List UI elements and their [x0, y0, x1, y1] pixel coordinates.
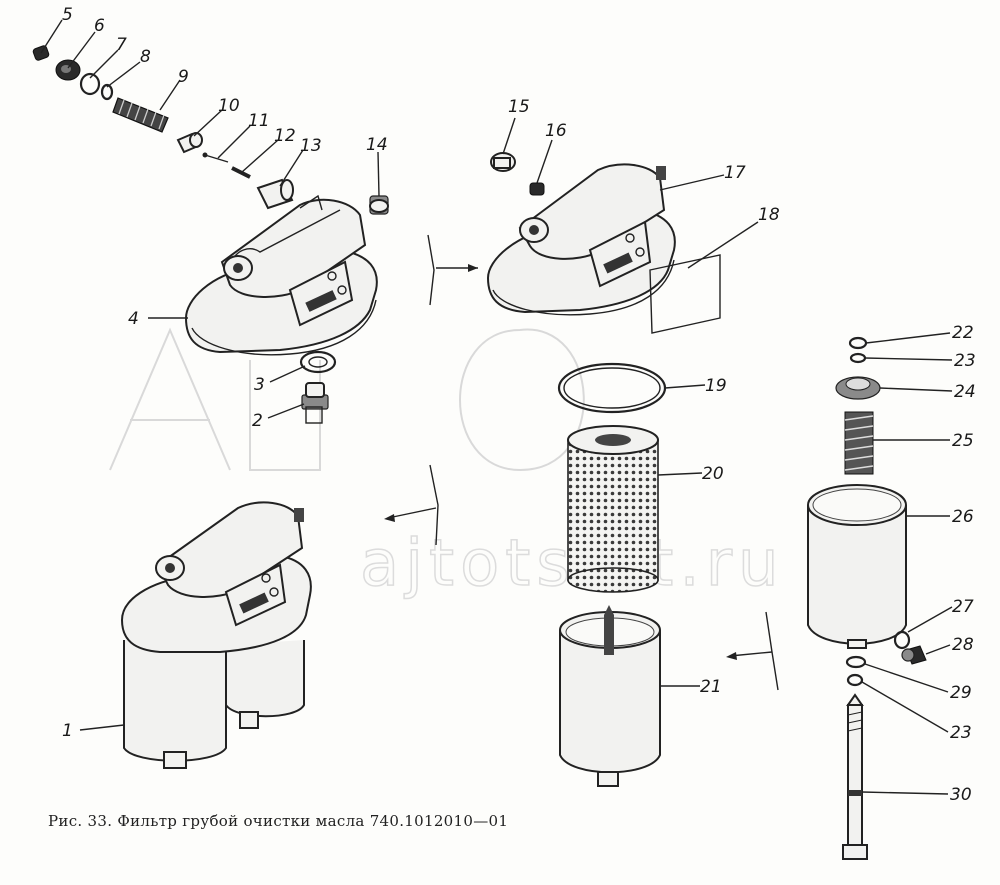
- part-16-plug: [529, 182, 545, 196]
- part-10-valve: [176, 132, 203, 154]
- part-27-ring: [893, 630, 911, 650]
- part-23-washer-bottom: [846, 673, 864, 687]
- part-12-spring: [231, 166, 251, 179]
- callout-10: 10: [218, 96, 240, 116]
- callout-22: 22: [952, 323, 974, 343]
- callout-9: 9: [178, 67, 189, 87]
- callout-3: 3: [254, 375, 265, 395]
- callout-17: 17: [724, 163, 746, 183]
- part-2-nipple: [301, 382, 329, 424]
- part-6-cap: [55, 59, 81, 81]
- callout-15: 15: [508, 97, 530, 117]
- callout-25: 25: [952, 431, 974, 451]
- part-28-plug: [901, 645, 927, 665]
- callout-23b: 23: [950, 723, 972, 743]
- callout-12: 12: [274, 126, 296, 146]
- part-26-filter-cup: [807, 484, 907, 649]
- callout-27: 27: [952, 597, 974, 617]
- callout-19: 19: [705, 376, 727, 396]
- part-13-bushing: [256, 178, 294, 210]
- part-24-cap: [835, 376, 881, 400]
- part-4-housing: [184, 194, 378, 356]
- callout-4: 4: [128, 309, 139, 329]
- callout-labels: 5 6 7 8 9 10 11 12 13 14 4 3 2 15 16 17 …: [62, 5, 976, 805]
- explode-arrow-2: [384, 464, 439, 546]
- callout-30: 30: [950, 785, 972, 805]
- part-29-washer: [845, 655, 867, 669]
- part-15-plug: [490, 152, 516, 172]
- part-3-gasket: [299, 350, 337, 374]
- callout-23a: 23: [954, 351, 976, 371]
- callout-28: 28: [952, 635, 974, 655]
- callout-29: 29: [950, 683, 972, 703]
- callout-7: 7: [116, 35, 127, 55]
- callout-13: 13: [300, 136, 322, 156]
- part-22-ring: [848, 336, 868, 350]
- callout-26: 26: [952, 507, 974, 527]
- part-18-gasket-sheet: [649, 254, 721, 334]
- part-30-bolt: [842, 693, 868, 860]
- callout-6: 6: [94, 16, 105, 36]
- callout-21: 21: [700, 677, 722, 697]
- part-19-seal-ring: [557, 362, 667, 414]
- callout-11: 11: [248, 111, 270, 131]
- part-14-fitting: [369, 195, 389, 215]
- explode-arrow-1: [427, 234, 478, 306]
- callout-24: 24: [954, 382, 976, 402]
- part-9-spring: [112, 97, 169, 133]
- explode-arrow-3: [726, 611, 779, 691]
- callout-18: 18: [758, 205, 780, 225]
- callout-8: 8: [140, 47, 151, 67]
- callout-2: 2: [252, 411, 263, 431]
- part-7-ring: [79, 72, 101, 96]
- leader-lines: [40, 19, 953, 795]
- part-25-spring: [844, 411, 874, 475]
- part-11-pin: [202, 152, 229, 163]
- part-20-filter-element: [567, 425, 659, 593]
- part-1-assembled-filter: [120, 501, 312, 769]
- callout-20: 20: [702, 464, 724, 484]
- callout-16: 16: [545, 121, 567, 141]
- part-8-washer: [100, 83, 114, 101]
- part-17-housing: [486, 163, 676, 316]
- part-21-filter-cup: [559, 605, 661, 787]
- callout-5: 5: [62, 5, 73, 25]
- callout-1: 1: [62, 721, 73, 741]
- part-23-washer-top: [849, 352, 867, 364]
- figure-caption: Рис. 33. Фильтр грубой очистки масла 740…: [48, 812, 509, 830]
- callout-14: 14: [366, 135, 388, 155]
